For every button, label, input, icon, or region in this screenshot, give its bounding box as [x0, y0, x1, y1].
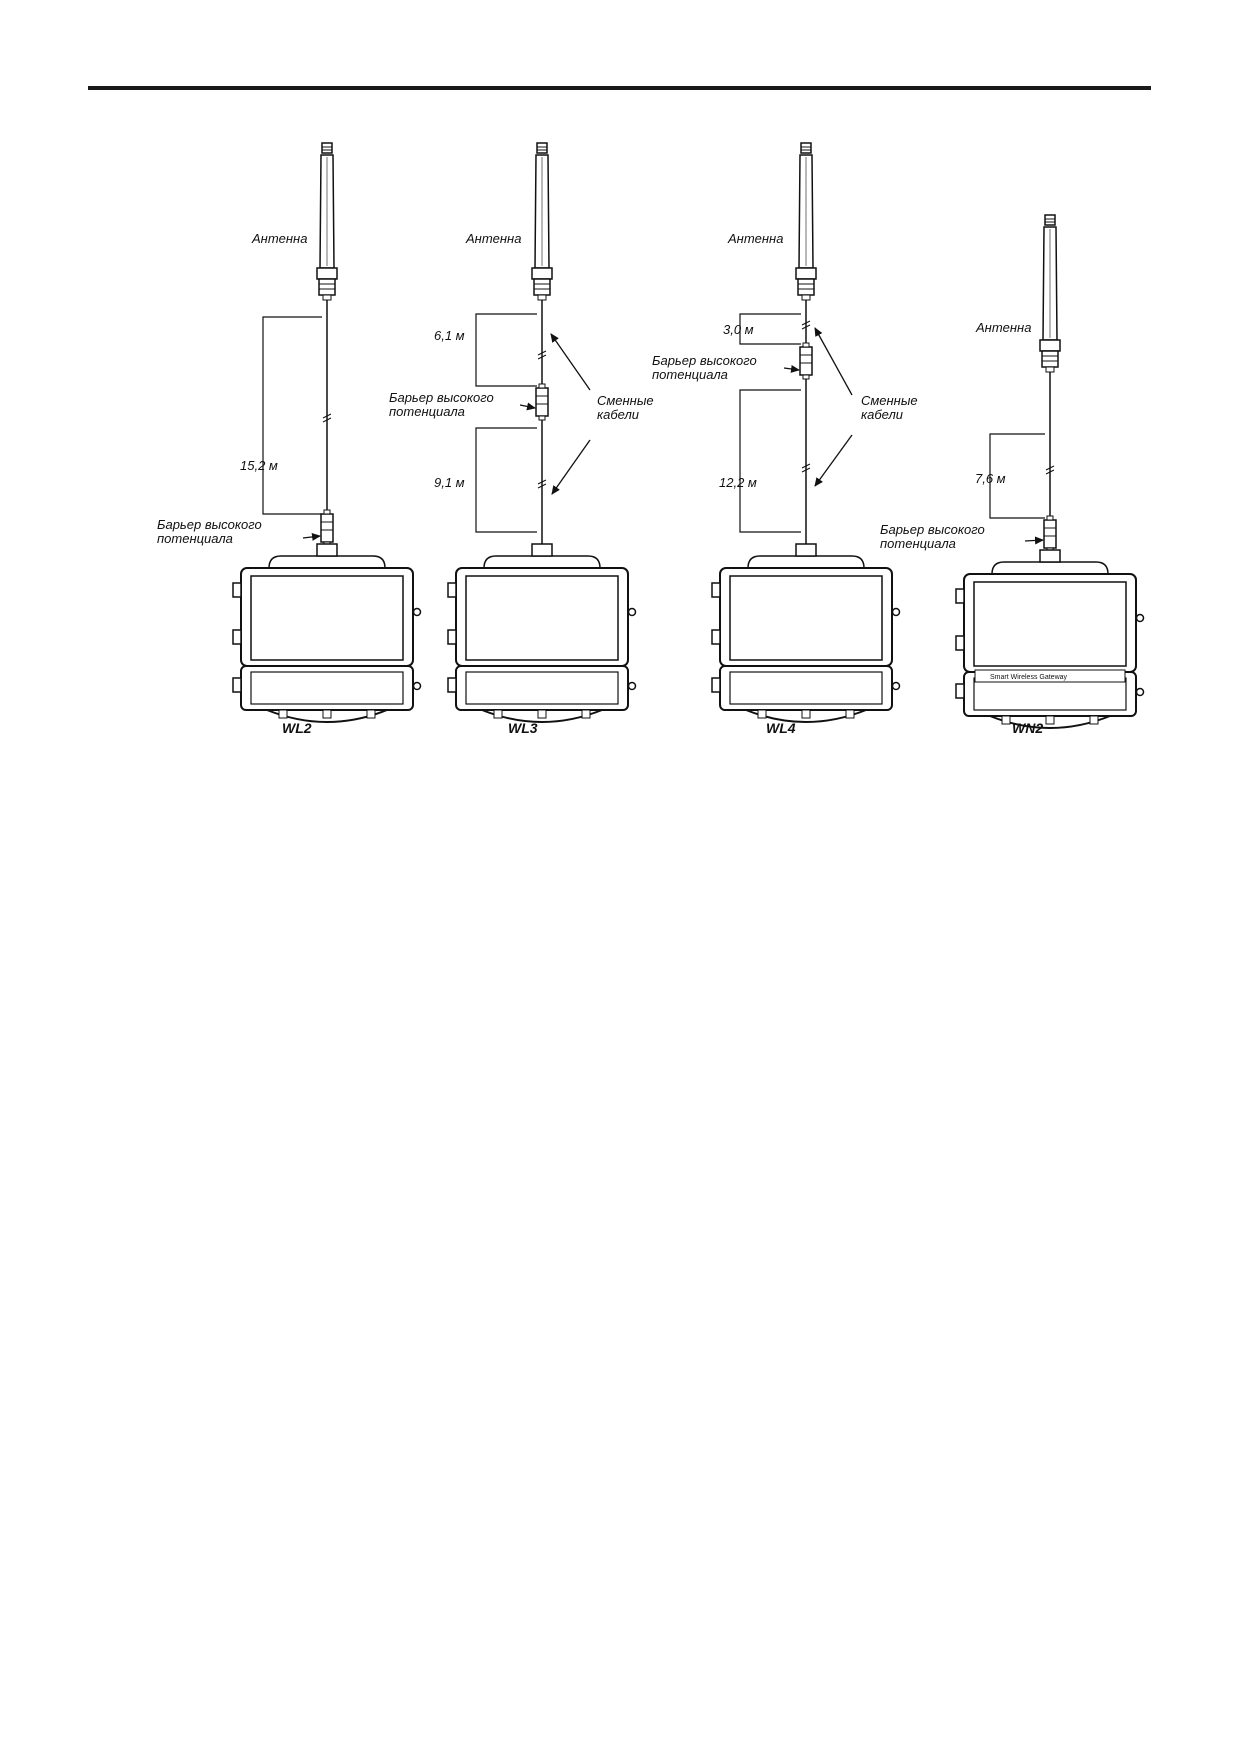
unit-wl3 [447, 142, 637, 723]
dimension-bracket [475, 427, 537, 533]
dimension-bracket [262, 316, 322, 515]
spare-cables-label-wl4: Сменные кабели [861, 393, 918, 422]
unit-wl4 [711, 142, 901, 723]
header-rule [88, 86, 1151, 90]
antenna-wl4 [795, 142, 817, 301]
antenna-wl3 [531, 142, 553, 301]
barrier-label-wn2: Барьер высокого потенциала [880, 522, 985, 551]
length-label-wl4-lower: 12,2 м [719, 475, 757, 490]
dimension-bracket [475, 313, 537, 387]
model-label-wl3: WL3 [508, 720, 538, 736]
dimension-bracket [989, 433, 1045, 519]
length-label-wl2: 15,2 м [240, 458, 278, 473]
dimension-bracket [739, 389, 801, 533]
spare-cable-arrow [814, 327, 853, 396]
callout-arrow [783, 364, 800, 373]
unit-wl2 [232, 142, 422, 723]
device-plate [974, 669, 1126, 683]
spare-cable-arrow [551, 439, 591, 495]
enclosure-wn2 [955, 549, 1145, 729]
enclosure-wl4 [711, 543, 901, 723]
spare-cable-arrow [550, 333, 591, 391]
spare-cable-arrow [814, 434, 853, 487]
antenna-wn2 [1039, 214, 1061, 373]
barrier-wn2 [1043, 515, 1057, 553]
device-plate-text: Smart Wireless Gateway [990, 674, 1068, 681]
antenna-label-wl4: Антенна [728, 231, 784, 246]
length-label-wn2: 7,6 м [975, 471, 1006, 486]
callout-arrow [1024, 536, 1044, 545]
barrier-label-wl2: Барьер высокого потенциалa [157, 517, 262, 546]
model-label-wl4: WL4 [766, 720, 796, 736]
antenna-wl2 [316, 142, 338, 301]
enclosure-wl3 [447, 543, 637, 723]
antenna-label-wl2: Антенна [252, 231, 308, 246]
enclosure-wl2 [232, 543, 422, 723]
callout-arrow [302, 532, 321, 541]
unit-wn2: Smart Wireless Gateway [955, 214, 1145, 729]
barrier-wl3 [535, 383, 549, 421]
length-label-wl3-upper: 6,1 м [434, 328, 465, 343]
model-label-wn2: WN2 [1012, 720, 1044, 736]
antenna-label-wn2: Антенна [976, 320, 1032, 335]
antenna-label-wl3: Антенна [466, 231, 522, 246]
barrier-wl2 [320, 509, 334, 547]
barrier-wl4 [799, 342, 813, 380]
barrier-label-wl3: Барьер высокого потенциала [389, 390, 494, 419]
length-label-wl4-upper: 3,0 м [723, 322, 754, 337]
dimension-bracket [739, 313, 801, 345]
length-label-wl3-lower: 9,1 м [434, 475, 465, 490]
barrier-label-wl4: Барьер высокого потенциала [652, 353, 757, 382]
spare-cables-label-wl3: Сменные кабели [597, 393, 654, 422]
callout-arrow [519, 402, 536, 411]
model-label-wl2: WL2 [282, 720, 312, 736]
